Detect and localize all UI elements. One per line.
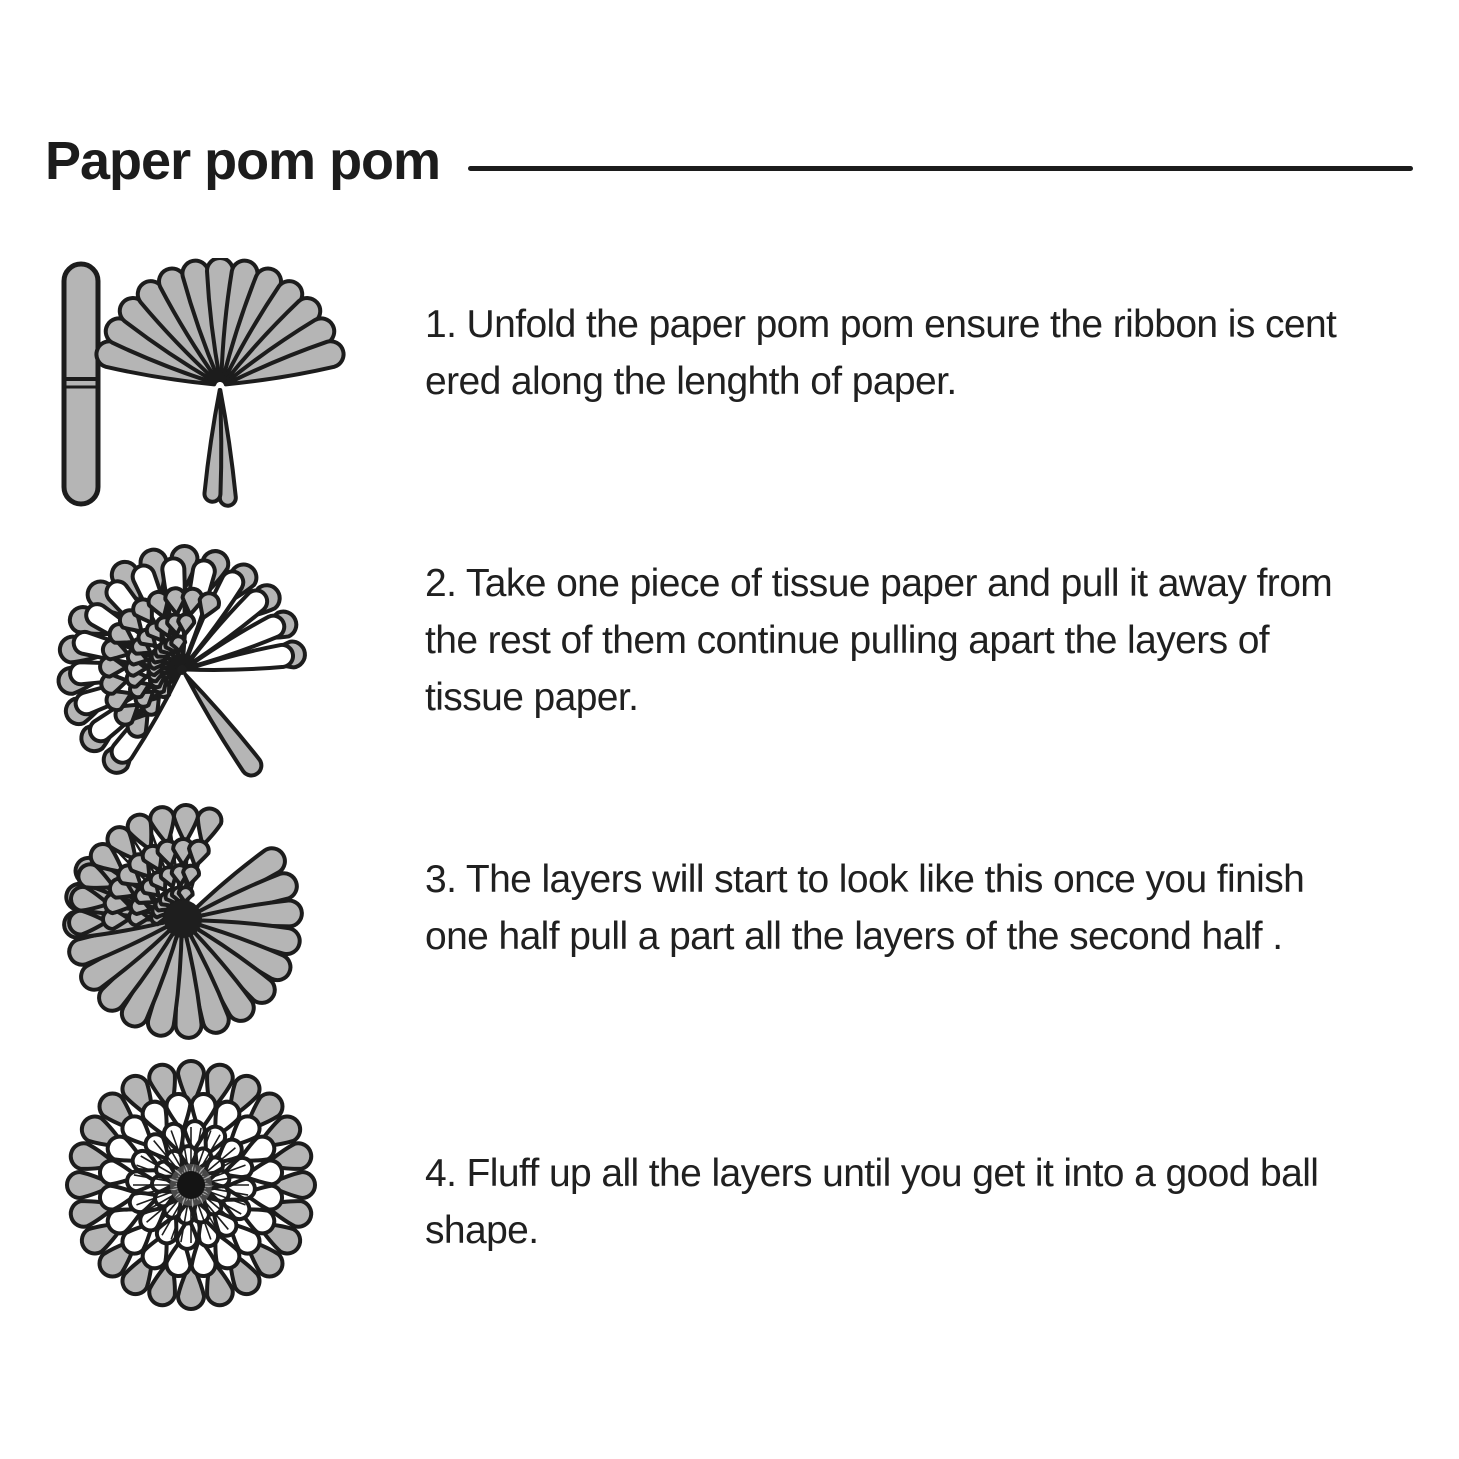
- fan-with-layers-pulled-apart-icon: [56, 544, 307, 778]
- half-fluffed-pom-pom-icon: [62, 803, 304, 1040]
- step-3-text: 3. The layers will start to look like th…: [425, 858, 1305, 958]
- folded-strip-and-half-open-fan-icon: [61, 258, 346, 508]
- page-title: Paper pom pom: [45, 131, 441, 191]
- title-divider-line: [468, 166, 1413, 171]
- fully-fluffed-pom-pom-ball-icon: [65, 1059, 317, 1311]
- step-4-text: 4. Fluff up all the layers until you get…: [425, 1152, 1319, 1252]
- step-2-text: 2. Take one piece of tissue paper and pu…: [425, 562, 1333, 719]
- step-1-text: 1. Unfold the paper pom pom ensure the r…: [425, 303, 1337, 403]
